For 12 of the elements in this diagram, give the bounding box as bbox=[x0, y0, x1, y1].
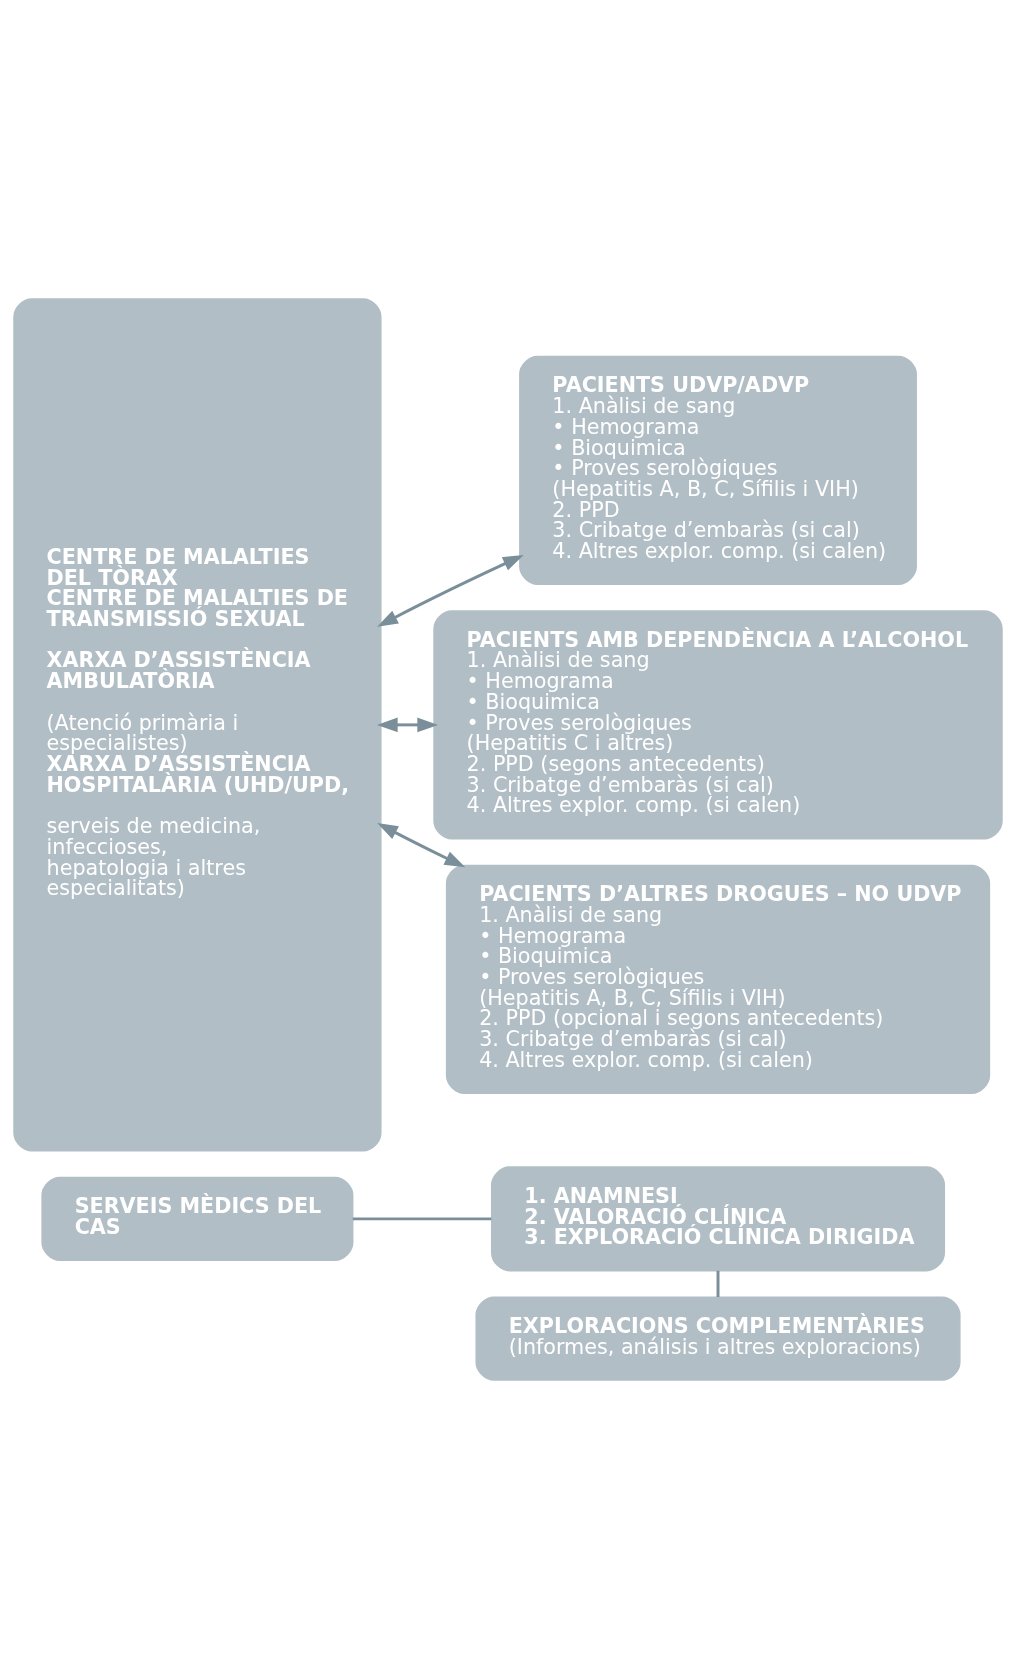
node-box: CENTRE DE MALALTIES DEL TÒRAX CENTRE DE MALALTIES DE TRANSMISSIÓ SEXUAL XARXA D’ASSISTÈNCIA AMBULATÒRIA (Atenció primària i especialistes) XARXA D’ASSISTÈNCIA HOSPITALÀRIA (UHD/UPD, serveis de medicina, infeccioses, hepatologia i altres especialitats) bbox=[13, 298, 382, 1152]
node-box: PACIENTS AMB DEPENDÈNCIA A L’ALCOHOL 1. Anàlisi de sang • Hemograma • Bioquimica • Proves serològiques (Hepatitis C i altres) 2. PPD (segons antecedents) 3. Cribatge d’embaràs (si cal) 4. Altres explor. comp. (si calen) bbox=[433, 610, 1003, 840]
arrow bbox=[376, 717, 439, 733]
node-box: PACIENTS UDVP/ADVP 1. Anàlisi de sang • Hemograma • Bioquimica • Proves serològiques (Hepatitis A, B, C, Sífilis i VIH) 2. PPD 3. Cribatge d’embaràs (si cal) 4. Altres explor. comp. (si calen) bbox=[519, 355, 917, 586]
node-box: PACIENTS D’ALTRES DROGUES – NO UDVP 1. Anàlisi de sang • Hemograma • Bioquimica • Proves serològiques (Hepatitis A, B, C, Sífilis i VIH) 2. PPD (opcional i segons antecedents) 3. Cribatge d’embaràs (si cal) 4. Altres explor. comp. (si calen) bbox=[445, 864, 991, 1094]
arrow bbox=[377, 823, 466, 868]
node-box: EXPLORACIONS COMPLEMENTÀRIES (Informes, análisis i altres exploracions) bbox=[475, 1296, 961, 1381]
node-box: 1. ANAMNESI 2. VALORACIÓ CLÍNICA 3. EXPLORACIÓ CLÍNICA DIRIGIDA bbox=[491, 1166, 946, 1272]
arrow bbox=[377, 555, 524, 627]
node-box: SERVEIS MÈDICS DEL CAS bbox=[41, 1176, 354, 1261]
connector bbox=[716, 1270, 720, 1297]
connector bbox=[352, 1217, 492, 1221]
